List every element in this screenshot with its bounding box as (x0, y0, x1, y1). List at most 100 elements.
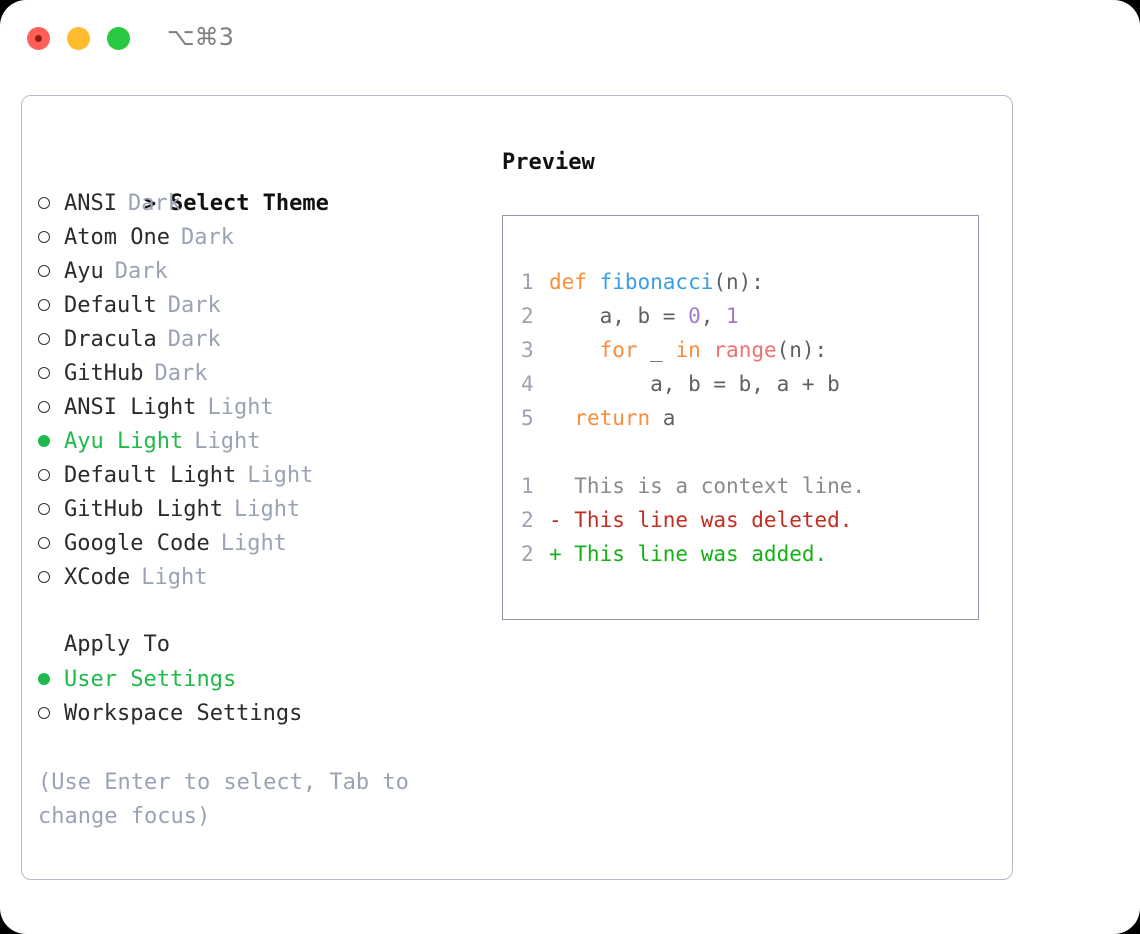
radio-unselected-icon (38, 254, 64, 288)
line-number: 1 (521, 474, 534, 498)
theme-variant-badge: Light (141, 565, 208, 590)
line-number: 2 (521, 542, 534, 566)
code-line: 5 return a (521, 401, 978, 435)
radio-dot (38, 197, 50, 209)
radio-dot (38, 265, 50, 277)
radio-unselected-icon (38, 356, 64, 390)
theme-option-label: Atom One (64, 225, 170, 250)
radio-dot (38, 571, 50, 583)
apply-to-option-user-settings[interactable]: User Settings (38, 662, 488, 696)
theme-option-label: Ayu (64, 259, 104, 284)
radio-unselected-icon (38, 492, 64, 526)
apply-to-option-label: User Settings (64, 667, 237, 692)
theme-variant-badge: Dark (167, 293, 221, 318)
theme-option-label: ANSI (64, 191, 117, 216)
diff-line-ctx: 1 This is a context line. (521, 469, 978, 503)
line-number: 2 (521, 304, 534, 328)
title-bar: ⌥⌘3 (0, 0, 1140, 78)
theme-variant-badge: Light (233, 497, 301, 522)
code-line: 4 a, b = b, a + b (521, 367, 978, 401)
diff-line-text: This is a context line. (549, 474, 866, 498)
theme-option-label: Default Light (64, 463, 237, 488)
radio-dot (38, 299, 50, 311)
code-token-plain (549, 406, 574, 430)
radio-unselected-icon (38, 696, 64, 730)
code-token-num: 0 (688, 304, 701, 328)
theme-variant-badge: Light (220, 531, 287, 556)
code-token-call: range (713, 338, 777, 362)
radio-unselected-icon (38, 186, 64, 220)
code-token-plain: , (700, 304, 727, 328)
line-number: 4 (521, 372, 534, 396)
minimize-icon[interactable] (67, 27, 90, 50)
line-number: 2 (521, 508, 534, 532)
theme-option-atom-one[interactable]: Atom One Dark (38, 220, 488, 254)
apply-to-option-workspace-settings[interactable]: Workspace Settings (38, 696, 488, 730)
radio-selected-icon (38, 662, 64, 696)
theme-option-label: Default (64, 293, 157, 318)
theme-variant-badge: Light (207, 395, 274, 420)
radio-unselected-icon (38, 220, 64, 254)
radio-dot (38, 707, 50, 719)
radio-dot (38, 333, 50, 345)
code-token-plain: a, b = b, a + b (549, 372, 840, 396)
theme-variant-badge: Dark (127, 191, 181, 216)
code-token-kw: in (675, 338, 701, 362)
radio-dot (38, 673, 50, 685)
theme-option-default[interactable]: Default Dark (38, 288, 488, 322)
code-token-plain: (n): (776, 338, 828, 362)
theme-option-ansi[interactable]: ANSI Dark (38, 186, 488, 220)
theme-option-github[interactable]: GitHub Dark (38, 356, 488, 390)
radio-unselected-icon (38, 526, 64, 560)
theme-option-label: XCode (64, 565, 131, 590)
code-token-plain: a, b = (549, 304, 689, 328)
code-line: 2 a, b = 0, 1 (521, 299, 978, 333)
line-number: 1 (521, 270, 534, 294)
radio-unselected-icon (38, 288, 64, 322)
line-number: 3 (521, 338, 534, 362)
line-number: 5 (521, 406, 534, 430)
apply-to-heading: Apply To (64, 632, 170, 657)
radio-unselected-icon (38, 560, 64, 594)
theme-option-label: GitHub (64, 361, 144, 386)
radio-dot (38, 231, 50, 243)
code-token-kw: for (599, 338, 638, 362)
code-token-kw: def (549, 270, 600, 294)
theme-variant-badge: Dark (154, 361, 208, 386)
diff-line-del: 2 - This line was deleted. (521, 503, 978, 537)
radio-dot (38, 435, 50, 447)
cursor-marker: > (143, 191, 169, 215)
keyboard-shortcut-label: ⌥⌘3 (167, 23, 234, 51)
keyboard-hint-text: (Use Enter to select, Tab to change focu… (38, 770, 409, 829)
theme-option-default-light[interactable]: Default Light Light (38, 458, 488, 492)
diff-sample: 1 This is a context line. 2 - This line wa… (521, 469, 978, 571)
diff-line-text: + This line was added. (549, 542, 828, 566)
theme-variant-badge: Light (247, 463, 314, 488)
diff-line-text: - This line was deleted. (549, 508, 853, 532)
radio-dot (38, 401, 50, 413)
radio-dot (38, 469, 50, 481)
code-token-plain: _ (637, 338, 676, 362)
code-token-kw: return (574, 406, 651, 430)
radio-unselected-icon (38, 458, 64, 492)
code-token-num: 1 (726, 304, 739, 328)
maximize-icon[interactable] (107, 27, 130, 50)
code-token-plain: a (650, 406, 676, 430)
close-icon[interactable] (27, 27, 50, 50)
theme-variant-badge: Dark (180, 225, 234, 250)
radio-dot (38, 503, 50, 515)
apply-to-option-label: Workspace Settings (64, 701, 303, 726)
radio-dot (38, 367, 50, 379)
theme-option-label: Dracula (64, 327, 157, 352)
theme-option-xcode[interactable]: XCode Light (38, 560, 488, 594)
